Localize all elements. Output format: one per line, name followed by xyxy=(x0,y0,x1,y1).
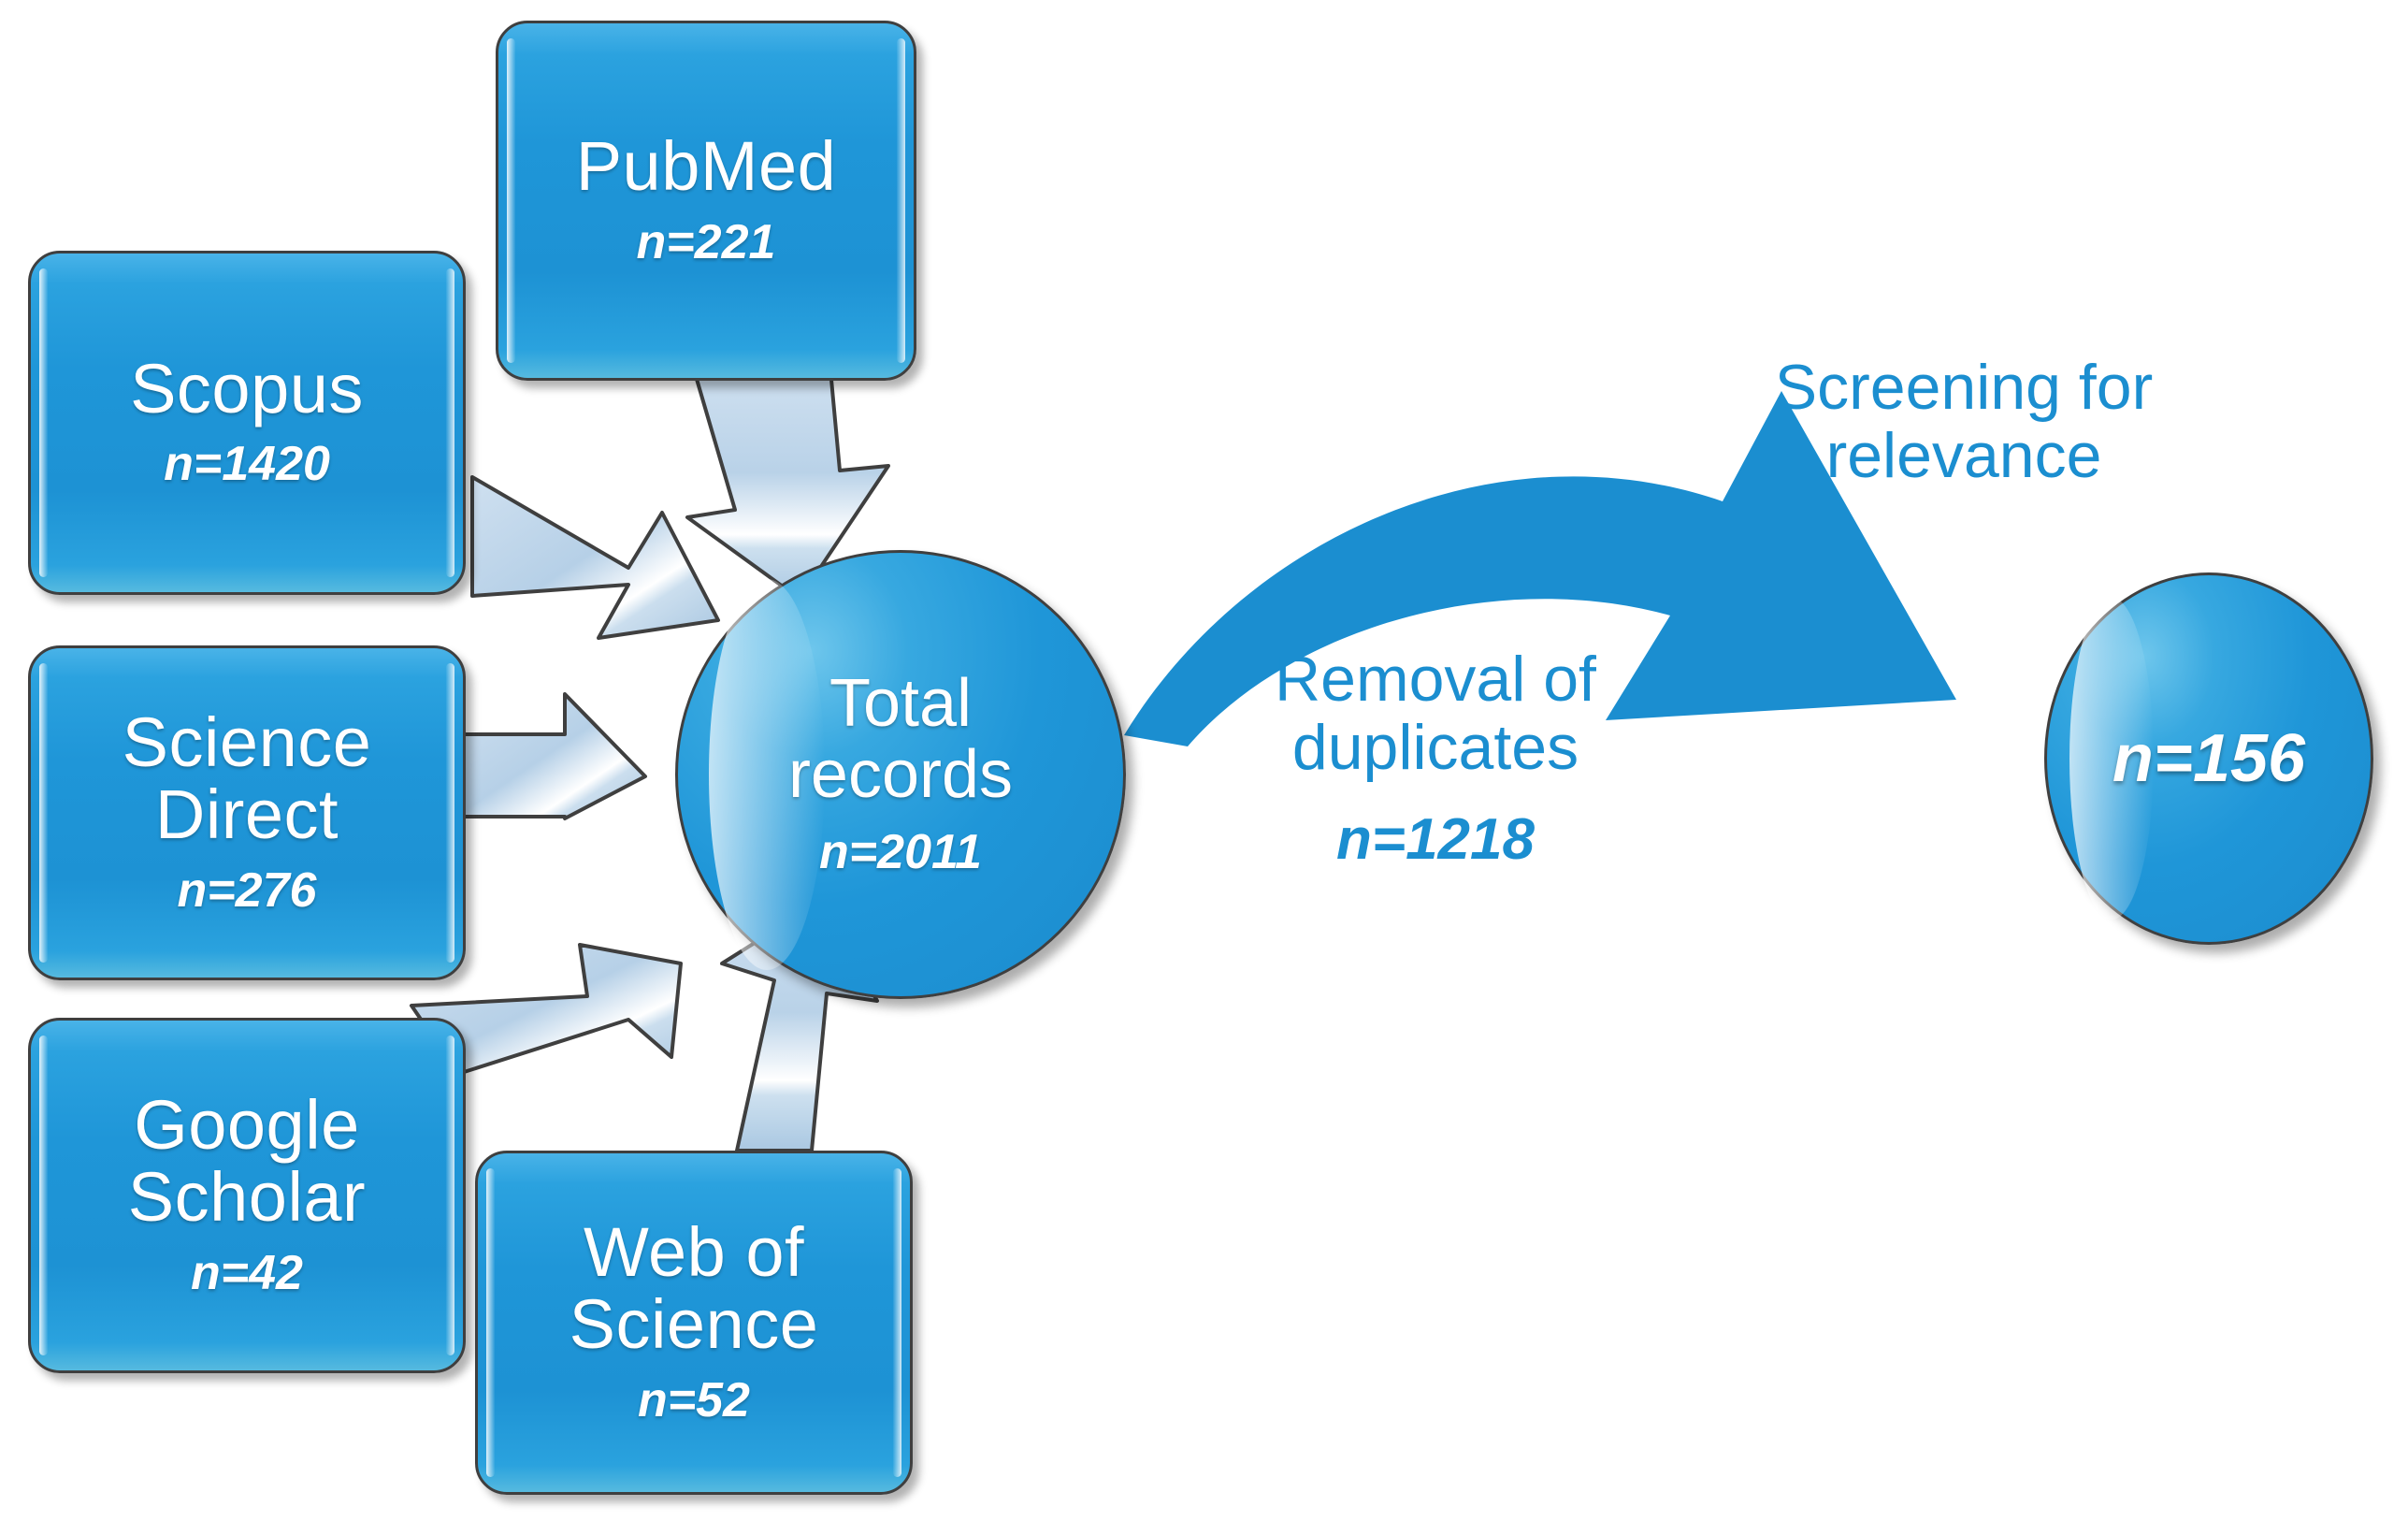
source-box-scopus[interactable]: Scopus n=1420 xyxy=(28,251,466,595)
removal-of-duplicates-line1: Removal of xyxy=(1275,644,1596,715)
source-count-sciencedirect: n=276 xyxy=(177,862,317,918)
source-label-sciencedirect-line1: Science xyxy=(122,703,372,782)
arrow-sciencedirect-to-total xyxy=(459,692,647,820)
arrow-scopus-to-total xyxy=(470,475,720,640)
source-label-googlescholar-line1: Google xyxy=(134,1086,360,1165)
removal-of-duplicates-count: n=1218 xyxy=(1335,806,1535,872)
source-box-pubmed[interactable]: PubMed n=221 xyxy=(496,21,916,381)
source-count-pubmed: n=221 xyxy=(636,214,776,269)
source-box-webofscience[interactable]: Web of Science n=52 xyxy=(475,1151,913,1495)
total-records-count: n=2011 xyxy=(819,824,982,879)
source-count-scopus: n=1420 xyxy=(164,437,330,492)
total-records-label-line2: records xyxy=(787,737,1014,812)
total-records-label-line1: Total xyxy=(829,666,973,742)
source-label-pubmed: PubMed xyxy=(575,127,837,206)
screening-for-relevance-line2: relevance xyxy=(1825,420,2102,492)
total-records-circle[interactable]: Total records n=2011 xyxy=(675,550,1126,999)
removal-of-duplicates-caption: Removal of duplicates n=1218 xyxy=(1216,645,1655,872)
included-records-circle[interactable]: n=156 xyxy=(2044,572,2373,945)
removal-of-duplicates-line2: duplicates xyxy=(1291,712,1579,784)
screening-for-relevance-line1: Screening for xyxy=(1774,352,2154,423)
source-box-googlescholar[interactable]: Google Scholar n=42 xyxy=(28,1018,466,1373)
screening-for-relevance-caption: Screening for relevance xyxy=(1721,352,2207,492)
source-label-sciencedirect-line2: Direct xyxy=(154,775,339,853)
source-label-googlescholar-line2: Scholar xyxy=(127,1158,367,1236)
source-box-sciencedirect[interactable]: Science Direct n=276 xyxy=(28,645,466,980)
source-label-webofscience-line2: Science xyxy=(569,1285,819,1363)
source-label-scopus: Scopus xyxy=(130,349,364,427)
source-label-webofscience-line1: Web of xyxy=(583,1213,805,1292)
source-count-googlescholar: n=42 xyxy=(191,1245,303,1300)
source-count-webofscience: n=52 xyxy=(638,1372,750,1427)
included-records-count: n=156 xyxy=(2112,721,2306,796)
